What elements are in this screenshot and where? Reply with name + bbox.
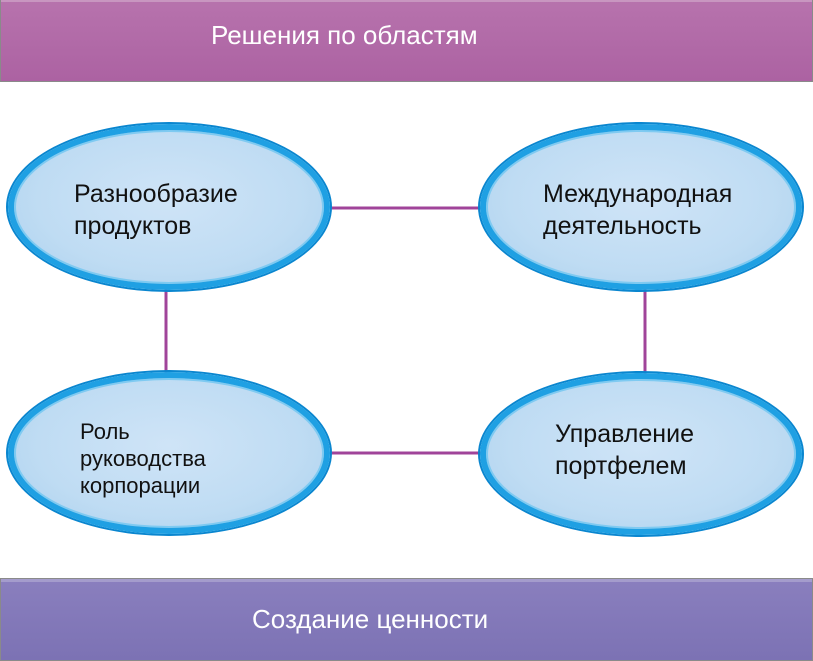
node-portfolio-management: Управление портфелем bbox=[480, 373, 802, 535]
node-international-activity-label: Международная деятельность bbox=[543, 180, 733, 240]
bottom-banner: Создание ценности bbox=[0, 578, 813, 661]
node-corporate-leadership-role-label: Роль руководства корпорации bbox=[80, 419, 206, 498]
node-corporate-leadership-role: Роль руководства корпорации bbox=[8, 372, 330, 534]
top-banner: Решения по областям bbox=[0, 0, 813, 82]
node-portfolio-management-label: Управление портфелем bbox=[555, 420, 694, 480]
node-international-activity: Международная деятельность bbox=[480, 124, 802, 290]
top-banner-label: Решения по областям bbox=[211, 20, 478, 50]
bottom-banner-label: Создание ценности bbox=[252, 604, 489, 634]
node-product-diversity: Разнообразие продуктов bbox=[8, 124, 330, 290]
node-product-diversity-label: Разнообразие продуктов bbox=[74, 180, 238, 240]
